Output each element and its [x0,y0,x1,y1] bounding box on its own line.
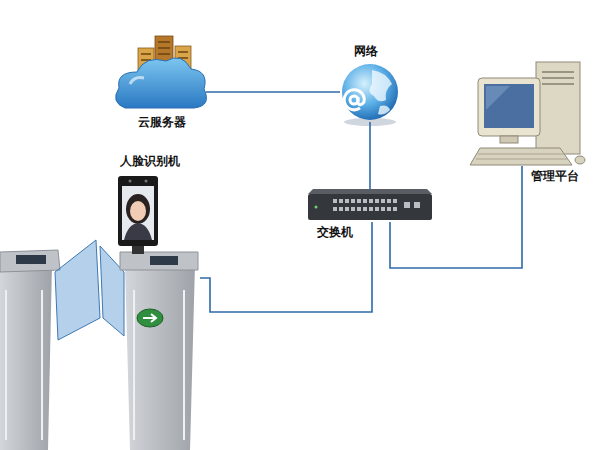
face-recognition-machine: 人脸识别机 [118,172,200,296]
cable-line [369,122,371,190]
node-label: 网络 [353,44,379,59]
network-cable [390,166,522,268]
face-terminal-icon [118,176,158,254]
network-globe-icon [342,64,398,126]
cloud-server-icon [116,36,207,108]
cable-line [206,91,340,93]
management-platform: 管理平台 [474,58,588,166]
node-label: 云服务器 [137,115,187,130]
network-node: 网络 [340,62,400,122]
node-label: 管理平台 [530,169,580,184]
network-switch: 交换机 [308,190,432,222]
node-label: 人脸识别机 [119,154,181,169]
network-cable [200,222,372,312]
cloud-server: 云服务器 [118,34,206,112]
cable-line [390,166,522,268]
switch-icon [308,189,432,220]
node-label: 交换机 [316,225,354,240]
cable-line [200,222,372,312]
network-cable [370,122,371,190]
network-cable [206,92,340,93]
computer-icon [470,62,585,165]
turnstile-gate [0,240,198,450]
